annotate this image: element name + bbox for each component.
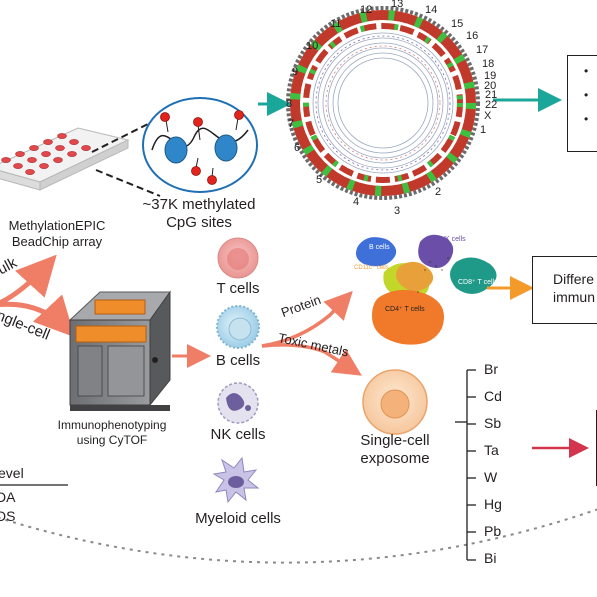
metal-bracket bbox=[455, 369, 476, 561]
toxic-metals-arrow bbox=[261, 343, 362, 376]
table-row: DS bbox=[0, 508, 16, 524]
circos-label: 4 bbox=[353, 196, 360, 208]
b-cells-label: B cells bbox=[215, 352, 261, 369]
exposome-line1: Single-cell bbox=[360, 432, 430, 449]
cpg-sites-line1: ~37K methylated bbox=[142, 196, 256, 213]
nk-cells-label: NK cells bbox=[210, 426, 266, 443]
circos-label: 1 bbox=[480, 124, 487, 136]
circos-label: 22 bbox=[485, 99, 498, 111]
metal-item: Pb bbox=[484, 523, 502, 539]
result-box: Differe immun bbox=[532, 256, 597, 324]
cytof-line2: using CyTOF bbox=[76, 433, 148, 447]
umap-cd8-label: CD8⁺ T cells bbox=[458, 279, 498, 286]
metal-item: Sb bbox=[484, 415, 502, 431]
circos-label: 5 bbox=[316, 174, 323, 186]
metal-item: Bi bbox=[484, 550, 497, 566]
cytof-line1: Immunophenotyping bbox=[57, 418, 167, 432]
single-cell-arrow bbox=[0, 294, 75, 338]
circos-label: 10 bbox=[306, 40, 319, 52]
cpg-sites-label: ~37K methylated CpG sites bbox=[138, 196, 260, 232]
circos-label: 18 bbox=[482, 58, 495, 70]
bullet-icon: • bbox=[584, 64, 589, 78]
bullet-icon: • bbox=[584, 112, 589, 126]
myeloid-cell-image bbox=[212, 456, 260, 504]
t-cells-label: T cells bbox=[216, 280, 260, 297]
t-cell-image bbox=[217, 237, 259, 279]
circos-label: 20 bbox=[484, 80, 497, 92]
circos-label: 17 bbox=[476, 44, 489, 56]
circos-label: 11 bbox=[330, 18, 342, 30]
metal-item: W bbox=[484, 469, 498, 485]
metal-item: Br bbox=[484, 361, 498, 377]
exposome-line2: exposome bbox=[360, 450, 430, 467]
circos-label: 14 bbox=[425, 4, 438, 16]
zoom-line-bottom bbox=[95, 169, 161, 197]
umap-plot bbox=[356, 234, 497, 345]
circos-label: 21 bbox=[485, 89, 498, 101]
umap-cd4-label: CD4⁺ T cells bbox=[385, 306, 425, 313]
result-line2: immun bbox=[553, 289, 596, 305]
top-right-box: • • • bbox=[567, 55, 597, 152]
methylation-oval bbox=[142, 97, 258, 193]
umap-b-cells-label: B cells bbox=[369, 244, 390, 251]
circos-label: 3 bbox=[394, 205, 401, 217]
exposome-cell-image bbox=[362, 369, 428, 435]
umap-cd11c-label: CD11c⁺ cells bbox=[354, 265, 389, 271]
bulk-arrow bbox=[0, 254, 57, 306]
beadchip-line1: MethylationEPIC bbox=[8, 218, 106, 233]
myeloid-cells-label: Myeloid cells bbox=[195, 510, 281, 527]
circos-label: 2 bbox=[435, 186, 442, 198]
circos-label: X bbox=[484, 110, 492, 122]
circos-plot bbox=[286, 6, 480, 200]
beadchip-label: MethylationEPIC BeadChip array bbox=[0, 218, 132, 250]
circos-label: 16 bbox=[466, 30, 479, 42]
beadchip-slide bbox=[0, 127, 130, 191]
result-line1: Differe bbox=[553, 271, 594, 287]
circos-label: 9 bbox=[292, 66, 299, 78]
circos-label: 15 bbox=[451, 18, 464, 30]
bullet-icon: • bbox=[584, 88, 589, 102]
nk-cell-image bbox=[217, 382, 259, 424]
dotted-arc bbox=[0, 508, 597, 564]
umap-nk-cells-label: NK cells bbox=[440, 236, 466, 243]
cytof-instrument bbox=[68, 290, 171, 411]
b-cell-image bbox=[216, 305, 260, 349]
table-header: evel bbox=[0, 465, 24, 481]
metal-item: Ta bbox=[484, 442, 499, 458]
cytof-label: Immunophenotyping using CyTOF bbox=[42, 418, 182, 448]
circos-label: 13 bbox=[391, 0, 404, 10]
table-row: DA bbox=[0, 489, 16, 505]
beadchip-line2: BeadChip array bbox=[11, 234, 103, 249]
cpg-sites-line2: CpG sites bbox=[166, 214, 232, 231]
circos-label: 12 bbox=[360, 4, 373, 16]
metal-item: Hg bbox=[484, 496, 502, 512]
exposome-label: Single-cell exposome bbox=[340, 432, 450, 468]
metal-item: Cd bbox=[484, 388, 502, 404]
circos-label: 19 bbox=[484, 70, 497, 82]
circos-label: 8 bbox=[286, 98, 293, 110]
circos-label: 7 bbox=[288, 118, 295, 130]
circos-label: 6 bbox=[294, 142, 301, 154]
